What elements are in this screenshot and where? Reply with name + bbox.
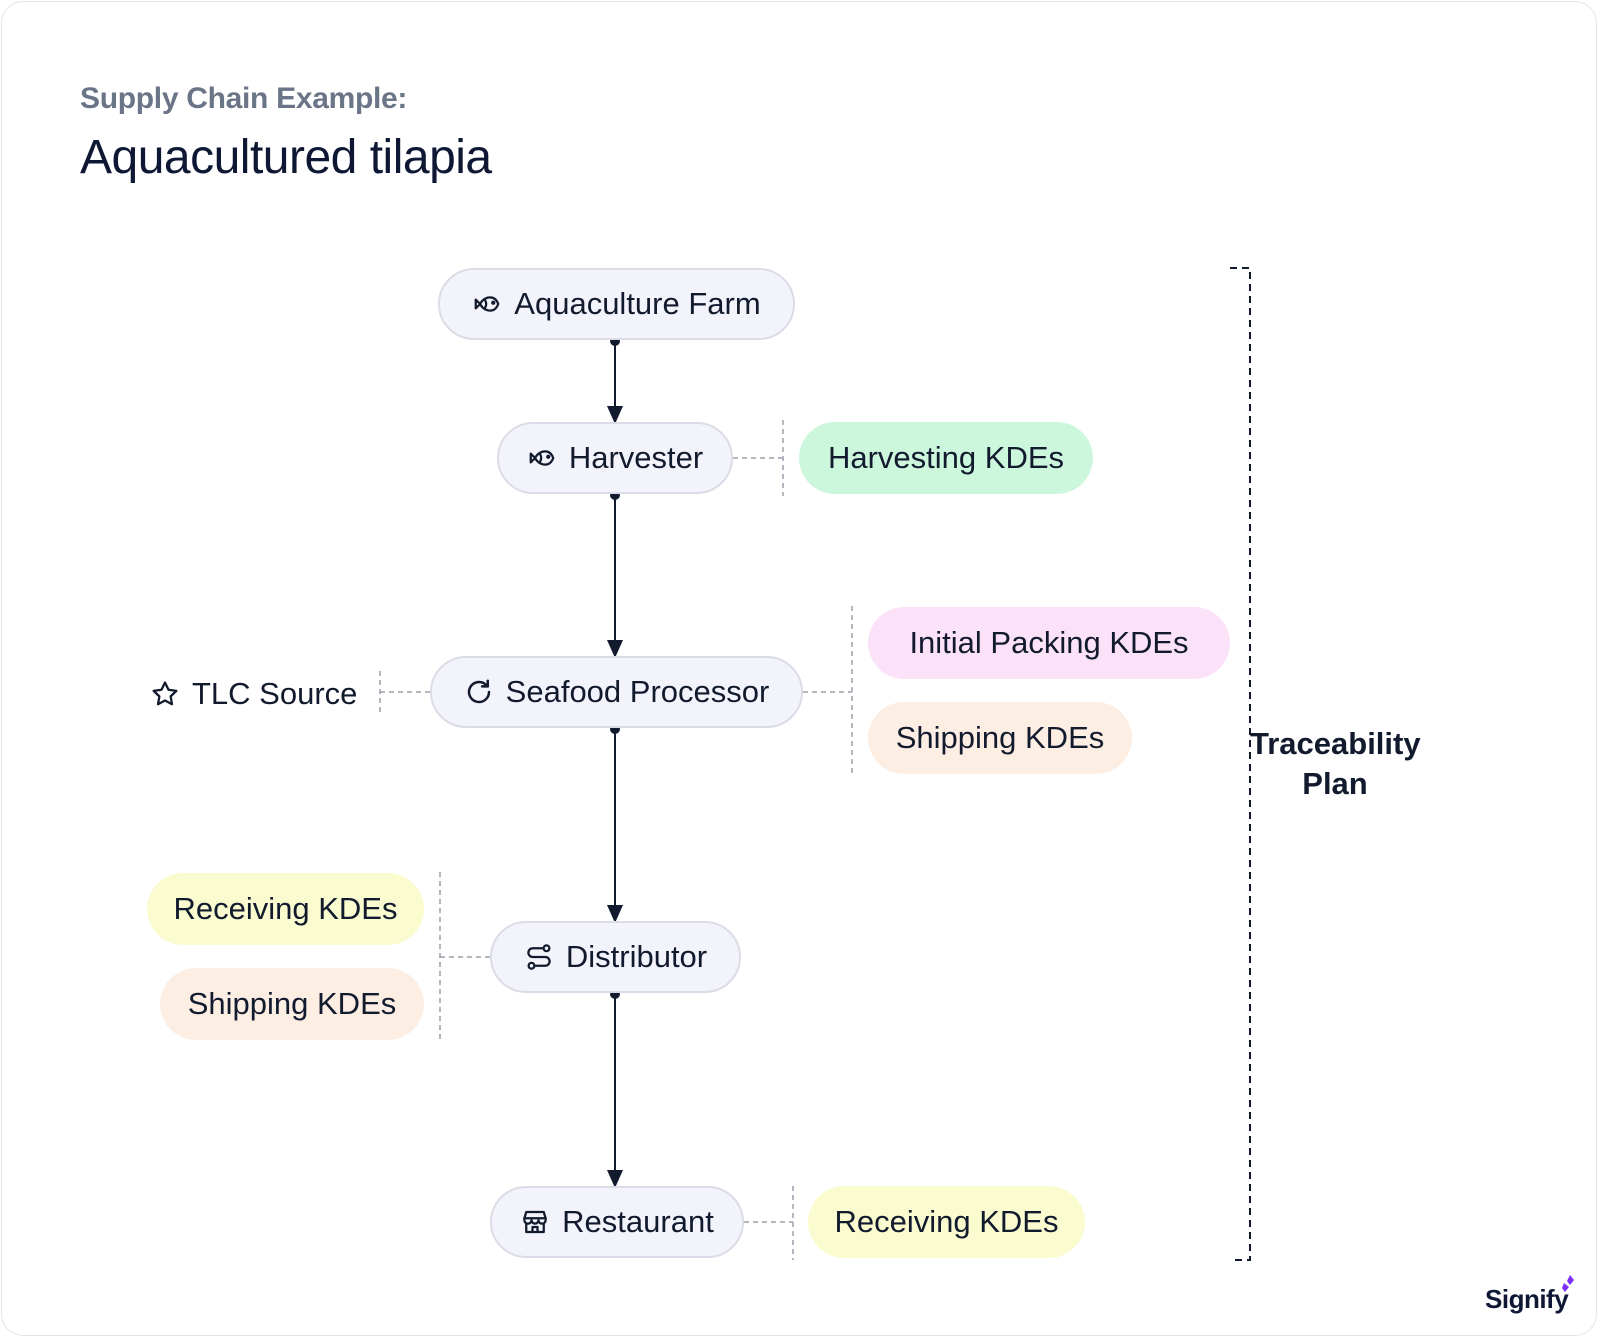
brand-logo: Signify xyxy=(1485,1284,1569,1314)
kde-processor-shipping: Shipping KDEs xyxy=(868,702,1132,774)
fish-icon xyxy=(472,289,502,319)
traceability-plan-label: Traceability Plan xyxy=(1250,726,1421,801)
node-label: Seafood Processor xyxy=(505,674,770,709)
node-aquaculture-farm: Aquaculture Farm xyxy=(438,268,795,340)
node-label: Distributor xyxy=(565,939,708,974)
refresh-icon xyxy=(464,677,494,707)
diagram-title: Aquacultured tilapia xyxy=(80,131,492,184)
tlc-source-label: TLC Source xyxy=(192,676,358,711)
traceability-bracket xyxy=(1230,267,1251,1261)
tlc-source: TLC Source xyxy=(150,672,357,716)
diagram-subtitle: Supply Chain Example: xyxy=(80,82,408,115)
node-restaurant: Restaurant xyxy=(490,1186,744,1258)
node-label: Restaurant xyxy=(562,1204,714,1239)
kde-restaurant-receiving: Receiving KDEs xyxy=(808,1186,1085,1258)
kde-harvesting: Harvesting KDEs xyxy=(799,422,1093,494)
brand-mark-icon xyxy=(1562,1275,1574,1292)
node-seafood-processor: Seafood Processor xyxy=(430,656,803,728)
route-icon xyxy=(524,942,554,972)
kde-distributor-shipping: Shipping KDEs xyxy=(160,968,424,1040)
store-icon xyxy=(520,1207,550,1237)
node-label: Aquaculture Farm xyxy=(514,286,761,321)
star-icon xyxy=(150,679,180,709)
kde-connectors xyxy=(379,420,853,1260)
fish-icon xyxy=(527,443,557,473)
node-label: Harvester xyxy=(568,440,704,475)
node-harvester: Harvester xyxy=(497,422,733,494)
kde-distributor-receiving: Receiving KDEs xyxy=(147,873,424,945)
kde-initial-packing: Initial Packing KDEs xyxy=(868,607,1230,679)
node-distributor: Distributor xyxy=(490,921,741,993)
